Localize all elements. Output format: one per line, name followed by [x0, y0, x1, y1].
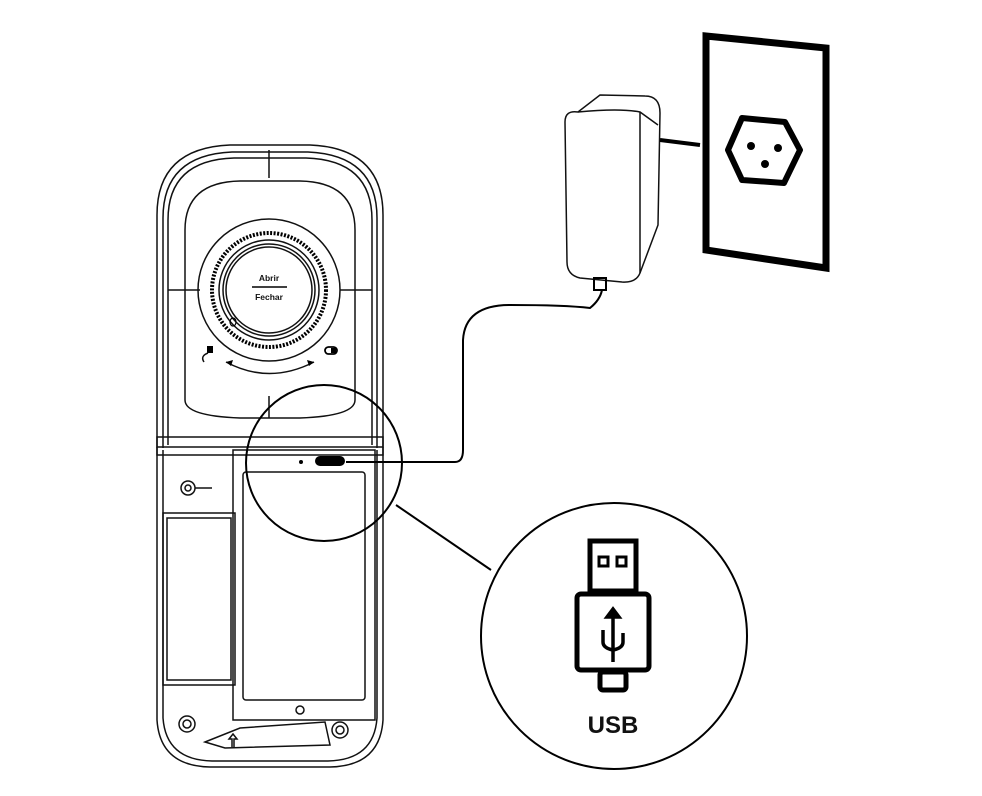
usb-symbol-icon	[601, 606, 625, 662]
rotate-arrow-icon	[225, 361, 315, 375]
usb-cable	[346, 289, 603, 463]
usb-callout: USB	[480, 502, 748, 770]
smart-lock: Abrir Fechar	[156, 144, 384, 768]
wall-outlet	[702, 32, 830, 273]
open-label: Abrir	[259, 273, 280, 283]
usb-port	[315, 456, 345, 466]
power-adapter	[564, 94, 701, 291]
usb-label: USB	[588, 712, 639, 739]
usb-connector-icon	[574, 538, 652, 693]
locked-icon	[324, 346, 338, 355]
close-label: Fechar	[255, 292, 284, 302]
unlocked-icon	[201, 346, 213, 363]
